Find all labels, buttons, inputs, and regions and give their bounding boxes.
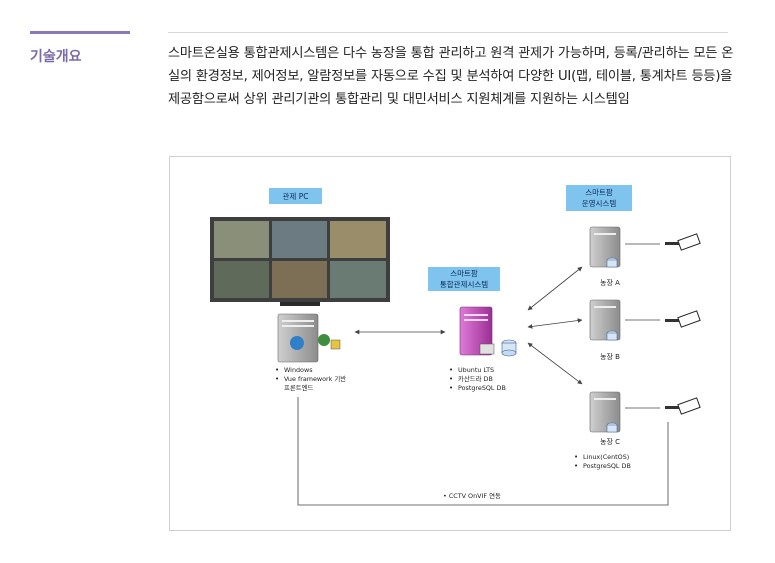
link-integrated-farm-c (527, 342, 583, 385)
farm-c-label: 농장 C (600, 438, 620, 446)
operating-spec-item: Linux(CentOS) (574, 453, 631, 462)
farm-b-label: 농장 B (600, 353, 620, 361)
section-description: 스마트온실용 통합관제시스템은 다수 농장을 통합 관리하고 원격 관제가 가능… (168, 46, 734, 107)
integrated-spec-item: PostgreSQL DB (449, 384, 506, 393)
control-pc-server (277, 313, 341, 363)
diagram-graphics (210, 217, 701, 506)
control-pc-spec-item: Windows (275, 366, 346, 375)
cctv-camera-c-icon (665, 397, 701, 415)
architecture-diagram: 관제 PC 스마트팜 통합관제시스템 스마트팜 운영시스템 농장 A 농장 B … (169, 156, 731, 531)
farm-server-a (589, 226, 621, 268)
farm-server-c (589, 391, 621, 433)
integrated-spec-item: Ubuntu LTS (449, 366, 506, 375)
farm-a-label: 농장 A (600, 279, 620, 287)
section-label: 기술개요 (30, 49, 82, 65)
integrated-system-label-line1: 스마트팜 (450, 269, 478, 278)
section-accent-bar (30, 31, 130, 34)
control-pc-spec-extra: 프론트엔드 (284, 384, 314, 392)
integrated-server (459, 306, 517, 357)
integrated-spec-item: 카산드라 DB (449, 375, 506, 384)
cctv-onvif-label: • CCTV OnVIF 연동 (440, 491, 504, 500)
monitor-wall (210, 217, 390, 306)
link-integrated-farm-b (527, 318, 583, 329)
operating-system-label-line1: 스마트팜 (585, 188, 613, 197)
section-divider (168, 32, 728, 33)
cctv-onvif-label-text: CCTV OnVIF 연동 (448, 492, 501, 500)
farm-server-b (589, 299, 621, 341)
integrated-system-specs: Ubuntu LTS 카산드라 DB PostgreSQL DB (449, 366, 506, 393)
integrated-system-label-line2: 통합관제시스템 (439, 280, 489, 289)
operating-system-label: 스마트팜 운영시스템 (566, 185, 632, 211)
cctv-camera-a-icon (665, 233, 701, 251)
integrated-system-label: 스마트팜 통합관제시스템 (428, 267, 500, 291)
cctv-camera-b-icon (665, 310, 701, 328)
control-pc-label: 관제 PC (269, 188, 322, 204)
operating-system-specs: Linux(CentOS) PostgreSQL DB (574, 453, 631, 471)
link-integrated-farm-a (527, 266, 583, 311)
cctv-onvif-link (297, 397, 669, 506)
operating-spec-item: PostgreSQL DB (574, 462, 631, 471)
control-pc-specs: Windows Vue framework 기반 프론트엔드 (275, 366, 346, 393)
operating-system-label-line2: 운영시스템 (581, 199, 617, 208)
connection-lines (297, 243, 669, 506)
control-pc-spec-item: Vue framework 기반 (275, 375, 346, 384)
control-pc-label-text: 관제 PC (282, 191, 309, 201)
